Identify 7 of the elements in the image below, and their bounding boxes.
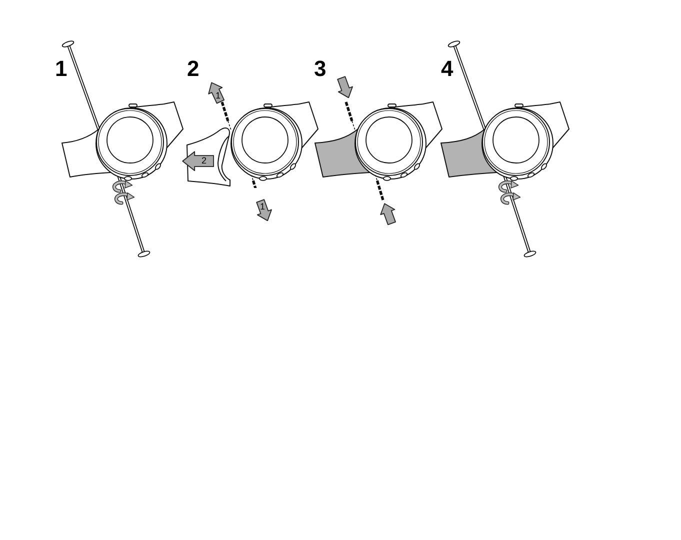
step-number: 3 bbox=[314, 58, 326, 80]
step-number: 2 bbox=[187, 58, 200, 80]
arrow-number: 1 bbox=[216, 92, 220, 100]
arrow-number: 1 bbox=[260, 202, 265, 212]
step-number: 1 bbox=[55, 58, 68, 80]
step-number: 4 bbox=[441, 58, 454, 80]
arrow-number: 2 bbox=[202, 156, 206, 166]
